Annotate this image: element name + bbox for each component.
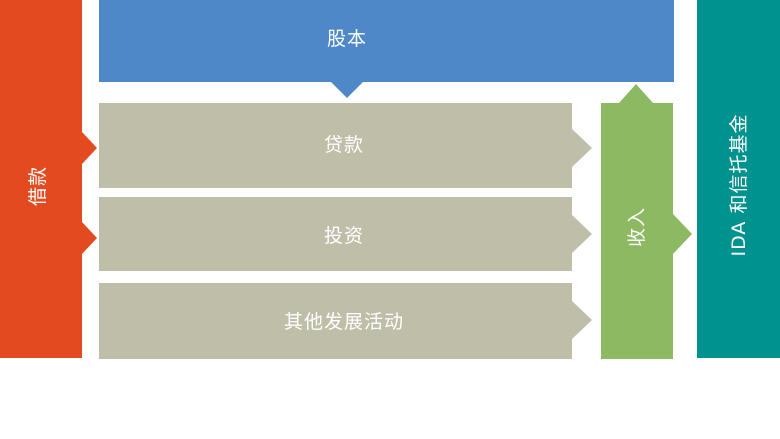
investments-bar [99,197,592,271]
borrowing-bar [0,0,97,358]
investments-shape [99,197,592,271]
borrowing-shape [0,0,97,358]
other-development-bar [99,283,592,359]
income-label: 收入 [625,207,648,248]
borrowing-label: 借款 [26,166,49,207]
equity-shape [99,0,674,98]
loans-shape [99,103,592,188]
other-development-shape [99,283,592,359]
loans-bar [99,103,592,188]
equity-bar [99,0,674,98]
equity-label: 股本 [326,27,367,50]
ida-trust-label: IDA 和信托基金 [727,113,750,257]
income-shape [601,84,692,359]
investments-label: 投资 [323,224,364,247]
income-bar [601,84,692,359]
other-development-label: 其他发展活动 [283,310,404,333]
ida-trust-bar [697,0,780,358]
loans-label: 贷款 [323,133,364,156]
